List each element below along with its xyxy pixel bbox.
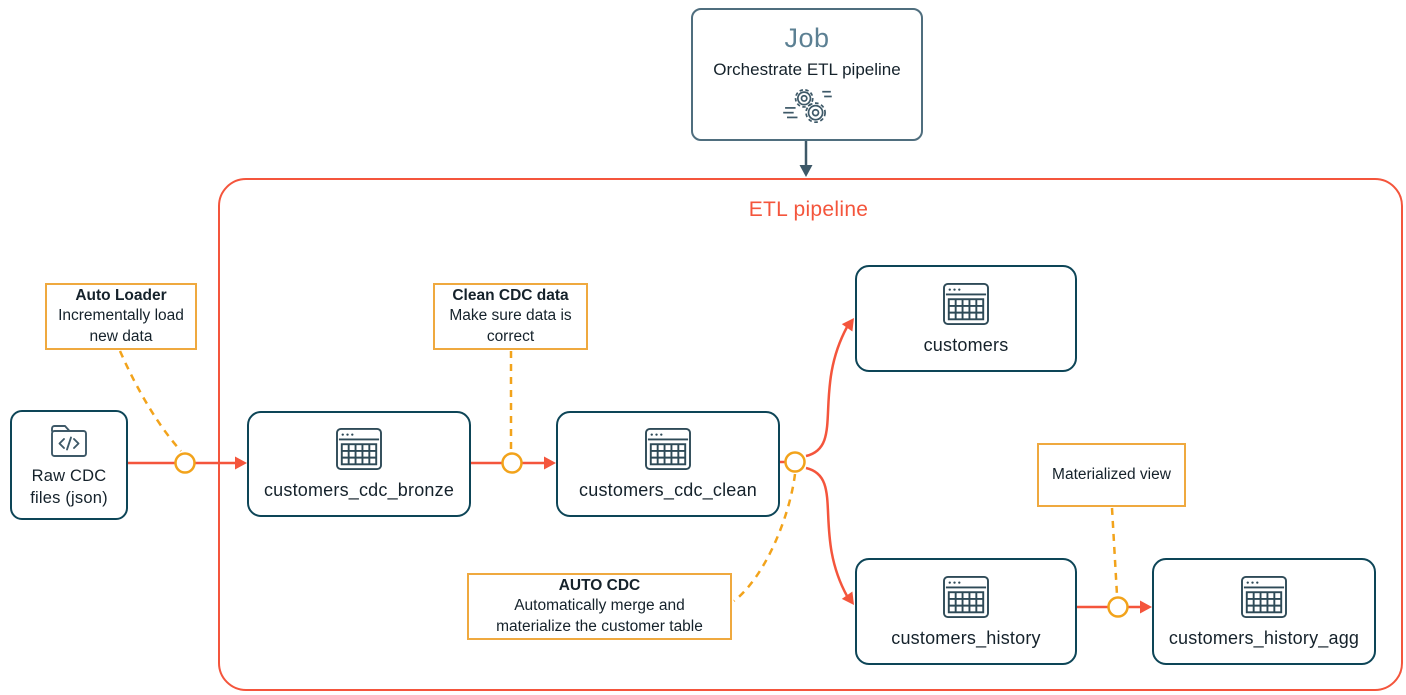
annotation-links — [118, 350, 1119, 602]
node-customers-cdc-clean: customers_cdc_clean — [556, 411, 780, 517]
annotation-title: Clean CDC data — [452, 287, 569, 305]
node-label: customers_cdc_bronze — [263, 480, 455, 500]
node-label: customers_cdc_clean — [579, 480, 757, 500]
annotation-materialized-view: Materialized view — [1037, 443, 1186, 507]
link-auto-loader — [118, 350, 182, 452]
annotation-auto-loader: Auto Loader Incrementally load new data — [45, 283, 197, 350]
job-title: Job — [784, 23, 830, 53]
table-icon — [336, 427, 382, 471]
annotation-body: Make sure data is correct — [449, 307, 572, 345]
annotation-title: AUTO CDC — [558, 577, 641, 595]
table-icon — [1241, 575, 1287, 618]
annotation-body: Automatically merge and materialize the … — [496, 597, 703, 635]
annotation-body: Materialized view — [1052, 465, 1171, 483]
job-to-pipeline-arrow — [799, 137, 813, 177]
link-auto-cdc — [733, 473, 797, 602]
annotation-auto-cdc: AUTO CDC Automatically merge and materia… — [467, 573, 732, 640]
junction-circle — [501, 452, 523, 474]
source-label: Raw CDC files (json) — [30, 467, 108, 507]
junction-circle — [174, 452, 196, 474]
flow-junction-to-history — [805, 466, 849, 597]
node-raw-cdc-files: Raw CDC files (json) — [10, 410, 128, 520]
arrowhead — [235, 456, 247, 470]
job-subtitle: Orchestrate ETL pipeline — [713, 60, 901, 79]
arrowhead — [1140, 600, 1152, 614]
arrowhead — [841, 591, 854, 605]
junction-circle — [1107, 596, 1129, 618]
table-icon — [943, 282, 989, 325]
arrowhead — [841, 318, 854, 332]
arrowhead — [544, 456, 556, 470]
etl-pipeline-title: ETL pipeline — [748, 198, 869, 221]
table-icon — [645, 427, 691, 471]
link-materialized-view — [1110, 507, 1119, 596]
flow-junction-to-customers — [805, 326, 849, 458]
job-box: Job Orchestrate ETL pipeline — [691, 8, 923, 141]
node-customers: customers — [855, 265, 1077, 372]
node-customers-cdc-bronze: customers_cdc_bronze — [247, 411, 471, 517]
node-customers-history-agg: customers_history_agg — [1152, 558, 1376, 665]
node-label: customers — [923, 334, 1009, 355]
node-customers-history: customers_history — [855, 558, 1077, 665]
folder-code-icon — [51, 425, 87, 458]
node-label: customers_history_agg — [1168, 627, 1360, 648]
node-label: customers_history — [891, 627, 1041, 648]
etl-pipeline-container — [218, 178, 1403, 691]
annotation-title: Auto Loader — [75, 287, 167, 305]
junction-circles — [174, 451, 1129, 618]
junction-circle — [784, 451, 806, 473]
table-icon — [943, 575, 989, 618]
annotation-body: Incrementally load new data — [58, 307, 184, 345]
gears-icon — [783, 88, 832, 124]
annotation-clean-cdc-data: Clean CDC data Make sure data is correct — [433, 283, 588, 350]
